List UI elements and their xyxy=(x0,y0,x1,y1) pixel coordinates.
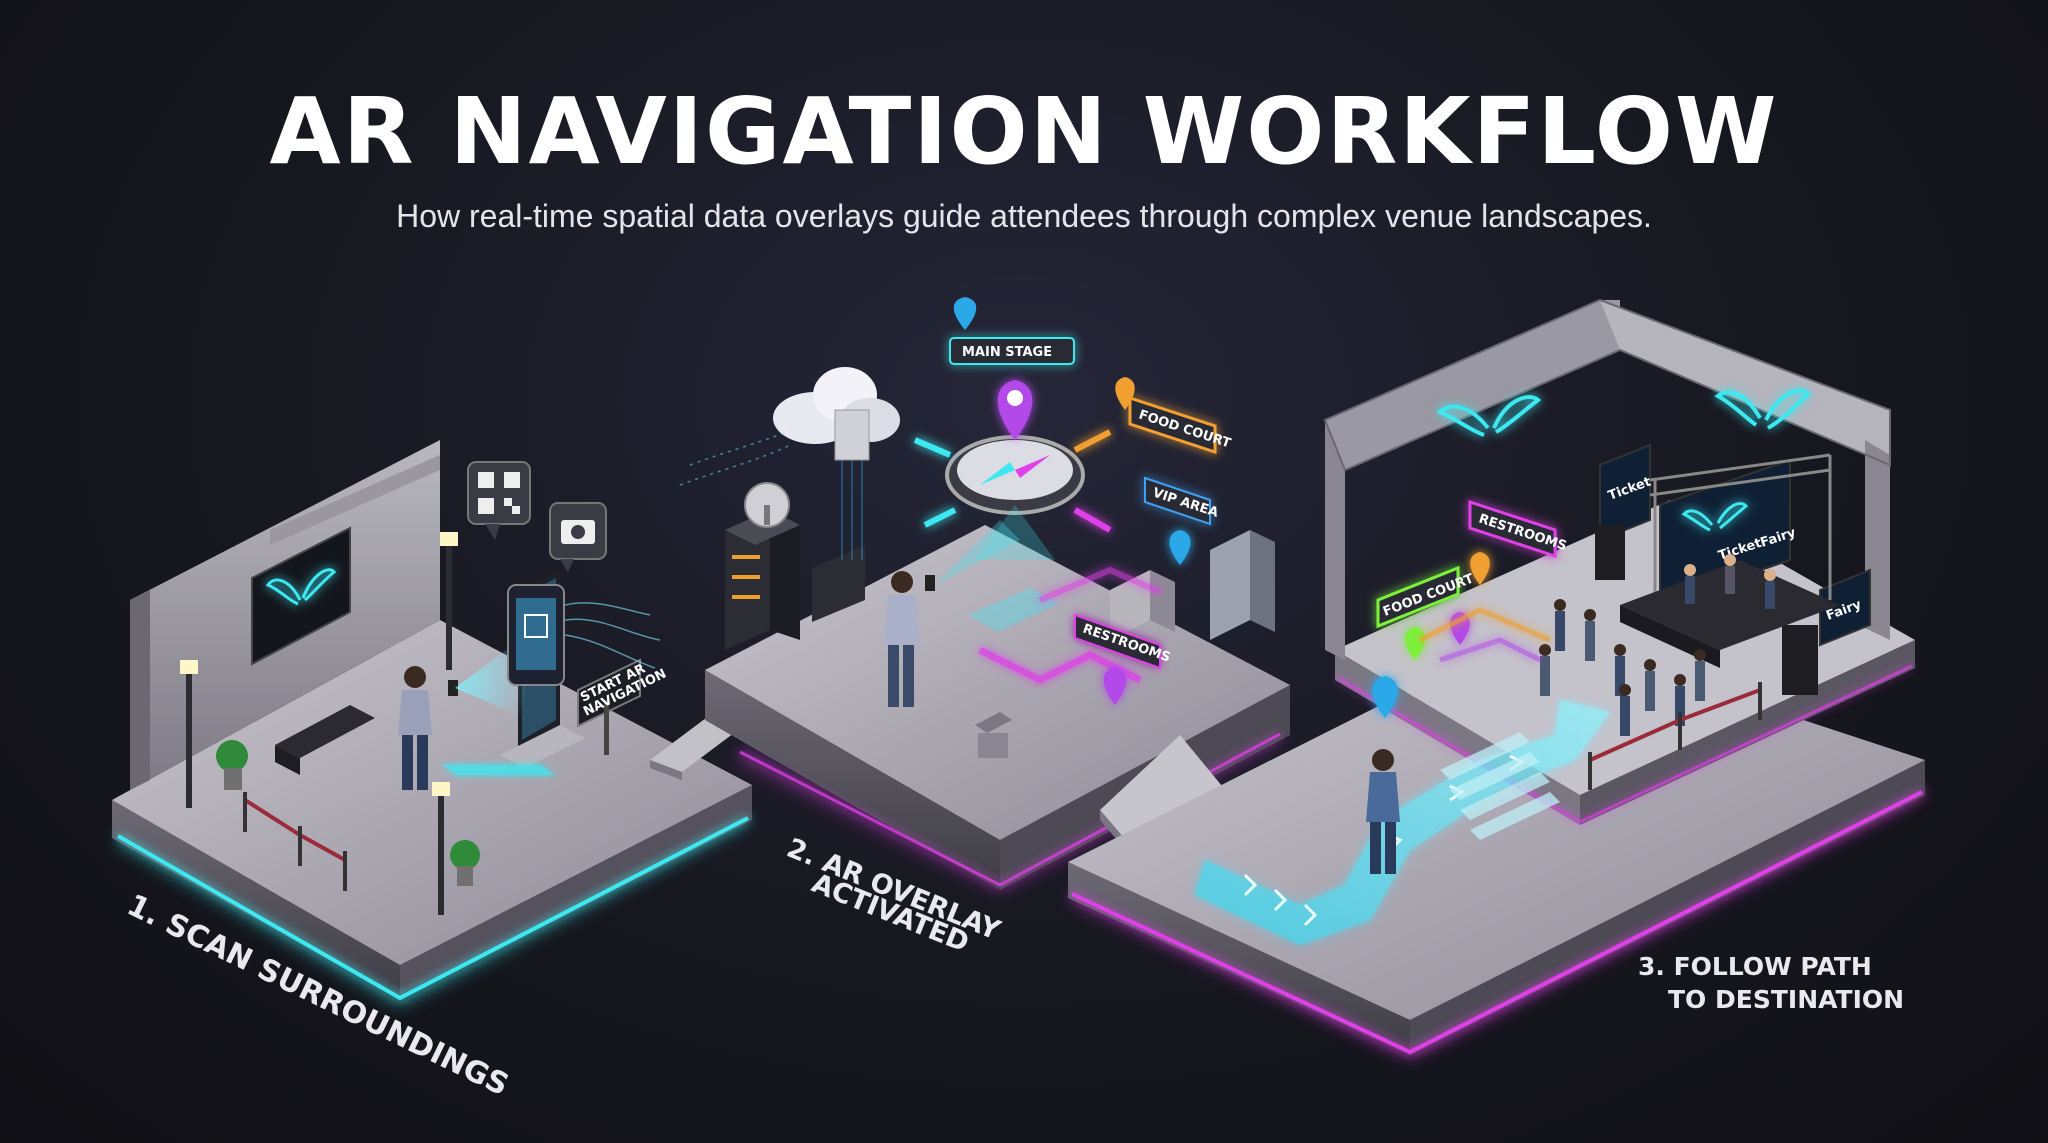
stage-screen-left: Ticket xyxy=(1599,443,1653,542)
cloud-icon xyxy=(773,367,900,560)
attendee-ar-user xyxy=(884,571,935,707)
stairs xyxy=(1440,732,1560,840)
compass-icon xyxy=(945,435,1085,560)
venue-arch xyxy=(1323,298,1891,660)
qr-code-icon xyxy=(467,461,531,540)
crowd xyxy=(1539,554,1776,736)
server-rack xyxy=(725,482,865,650)
vip-area-sign: VIP AREA xyxy=(1144,476,1220,526)
wings-logo-left-icon xyxy=(1436,395,1542,437)
page-title: AR NAVIGATION WORKFLOW xyxy=(269,78,1779,185)
step-3-label: 3. FOLLOW PATH xyxy=(1638,952,1872,981)
svg-text:MAIN STAGE: MAIN STAGE xyxy=(962,345,1052,360)
platform-ar-overlay: MAIN STAGE FOOD COURT VIP AREA RESTROOMS… xyxy=(650,297,1290,959)
phone-scanner xyxy=(507,584,565,686)
stage-screen-right: Fairy xyxy=(1819,568,1871,647)
platform-follow-path: Ticket Ticket Fairy Fairy xyxy=(1068,298,1925,1055)
attendee-walking xyxy=(1366,749,1400,874)
restrooms-sign-venue: RESTROOMS xyxy=(1468,499,1568,559)
map-pin-icon xyxy=(997,380,1033,440)
camera-icon xyxy=(549,502,607,572)
food-court-sign-overlay: FOOD COURT xyxy=(1115,377,1233,455)
wings-logo-right-icon xyxy=(1714,388,1811,430)
wings-logo-icon xyxy=(265,568,337,606)
platform-scan: START AR NAVIGATION xyxy=(112,440,752,1103)
attendee-scanning xyxy=(398,666,458,790)
main-stage-sign: MAIN STAGE xyxy=(949,297,1075,365)
page-subtitle: How real-time spatial data overlays guid… xyxy=(396,198,1652,234)
step-3-label-line2: TO DESTINATION xyxy=(1668,985,1904,1014)
